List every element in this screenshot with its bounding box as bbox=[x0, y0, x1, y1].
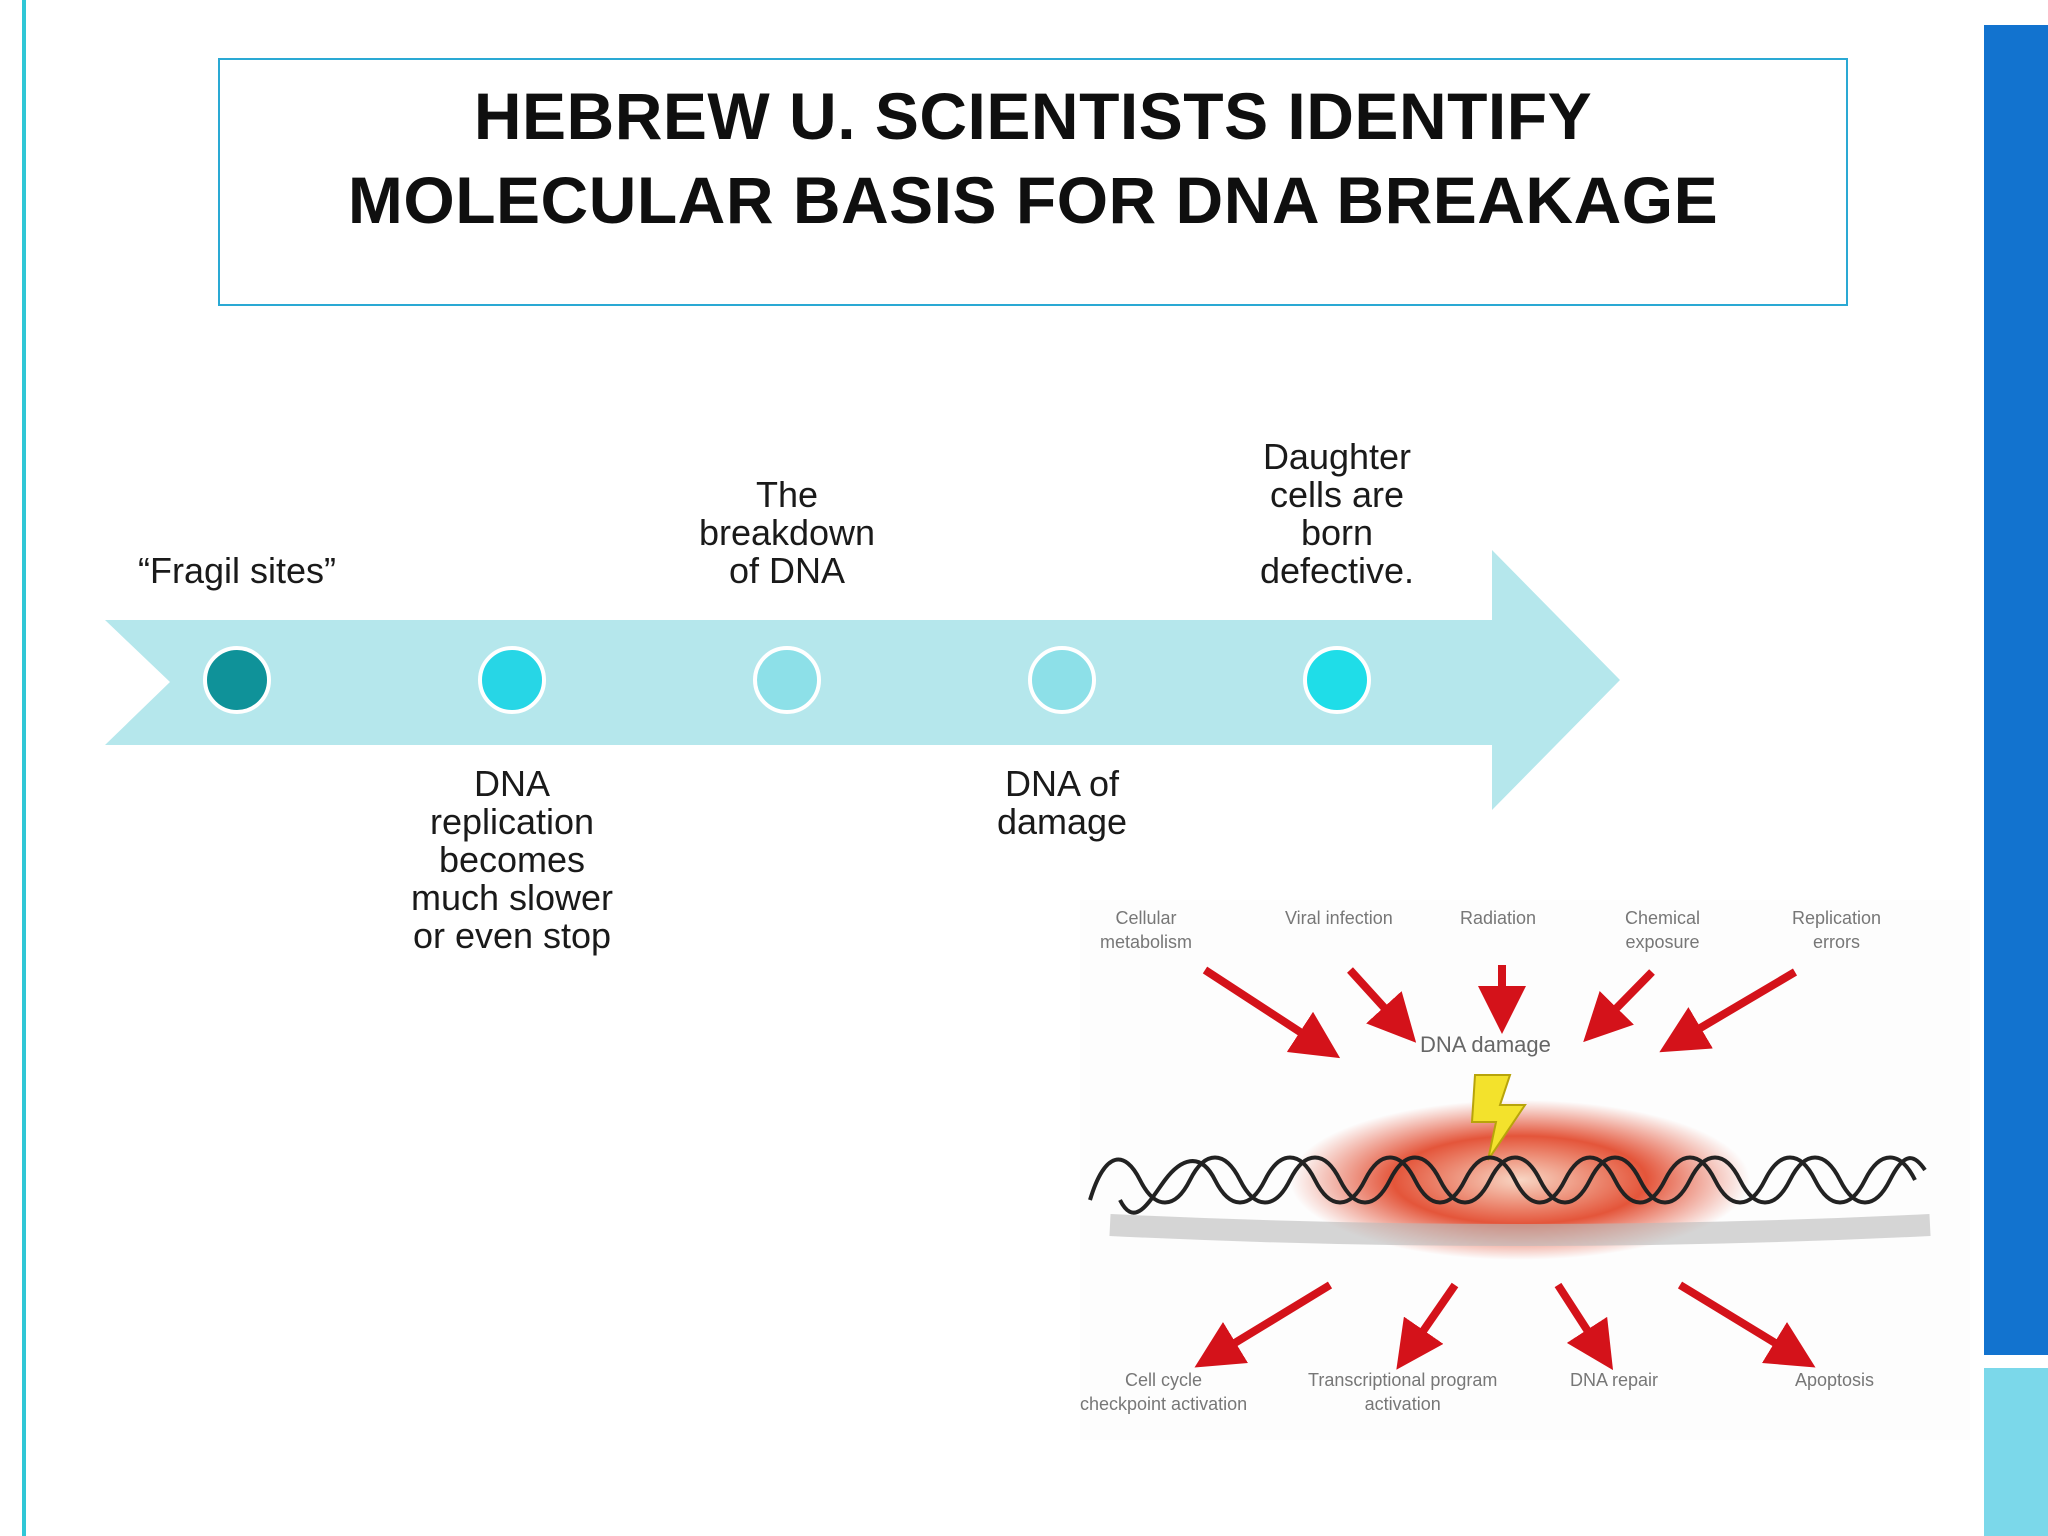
cause-arrow-5 bbox=[1659, 968, 1798, 1053]
dna-damage-label: DNA damage bbox=[1420, 1032, 1551, 1057]
cause-arrow-2 bbox=[1347, 967, 1417, 1043]
timeline-label-replication: DNA replication becomes much slower or e… bbox=[410, 763, 614, 956]
timeline-label-fragile-sites: “Fragil sites” bbox=[137, 550, 337, 591]
timeline-dot-4 bbox=[1028, 646, 1096, 714]
timeline-label-daughter-cells: Daughter cells are born defective. bbox=[1259, 436, 1415, 591]
effect-label-transcription: Transcriptional program activation bbox=[1308, 1370, 1498, 1414]
timeline-dot-2 bbox=[478, 646, 546, 714]
dna-damage-graphic bbox=[1088, 965, 1931, 1371]
title-box: HEBREW U. SCIENTISTS IDENTIFY MOLECULAR … bbox=[218, 58, 1848, 306]
cause-label-metabolism: Cellular metabolism bbox=[1100, 908, 1193, 952]
damage-burst bbox=[1290, 1100, 1750, 1260]
lightning-icon bbox=[1470, 1074, 1527, 1161]
timeline-dot-3 bbox=[753, 646, 821, 714]
timeline-dot-5 bbox=[1303, 646, 1371, 714]
cause-label-chemical: Chemical exposure bbox=[1625, 908, 1701, 952]
effect-label-apoptosis: Apoptosis bbox=[1795, 1370, 1875, 1390]
timeline-arrow bbox=[105, 550, 1620, 810]
title-line-2: MOLECULAR BASIS FOR DNA BREAKAGE bbox=[347, 163, 1719, 237]
right-accent-bar bbox=[1984, 25, 2048, 1355]
cause-label-radiation: Radiation bbox=[1460, 908, 1537, 928]
effect-arrow-4 bbox=[1677, 1281, 1816, 1368]
timeline-dot-1 bbox=[203, 646, 271, 714]
effect-arrow-2 bbox=[1396, 1282, 1459, 1370]
cause-label-replication: Replication errors bbox=[1792, 908, 1882, 952]
dna-damage-figure: Cellular metabolism Viral infection Radi… bbox=[1080, 900, 1970, 1440]
dna-shadow bbox=[1109, 1214, 1931, 1246]
cause-label-viral: Viral infection bbox=[1285, 908, 1393, 928]
timeline-label-breakdown: The breakdown of DNA bbox=[698, 474, 876, 591]
effect-arrow-3 bbox=[1554, 1282, 1614, 1371]
timeline-label-dna-damage: DNA of damage bbox=[996, 763, 1128, 842]
right-accent-bar-light bbox=[1984, 1368, 2048, 1536]
dna-strand-2 bbox=[1118, 1155, 1917, 1215]
cause-arrow-4 bbox=[1583, 969, 1655, 1043]
effect-label-repair: DNA repair bbox=[1570, 1370, 1659, 1390]
cause-arrow-1 bbox=[1202, 966, 1341, 1059]
effect-arrow-1 bbox=[1194, 1281, 1333, 1368]
dna-strand-1 bbox=[1088, 1155, 1927, 1205]
left-accent-line bbox=[22, 0, 26, 1536]
title-line-1: HEBREW U. SCIENTISTS IDENTIFY bbox=[473, 79, 1593, 153]
effect-label-checkpoint: Cell cycle checkpoint activation bbox=[1080, 1370, 1248, 1414]
